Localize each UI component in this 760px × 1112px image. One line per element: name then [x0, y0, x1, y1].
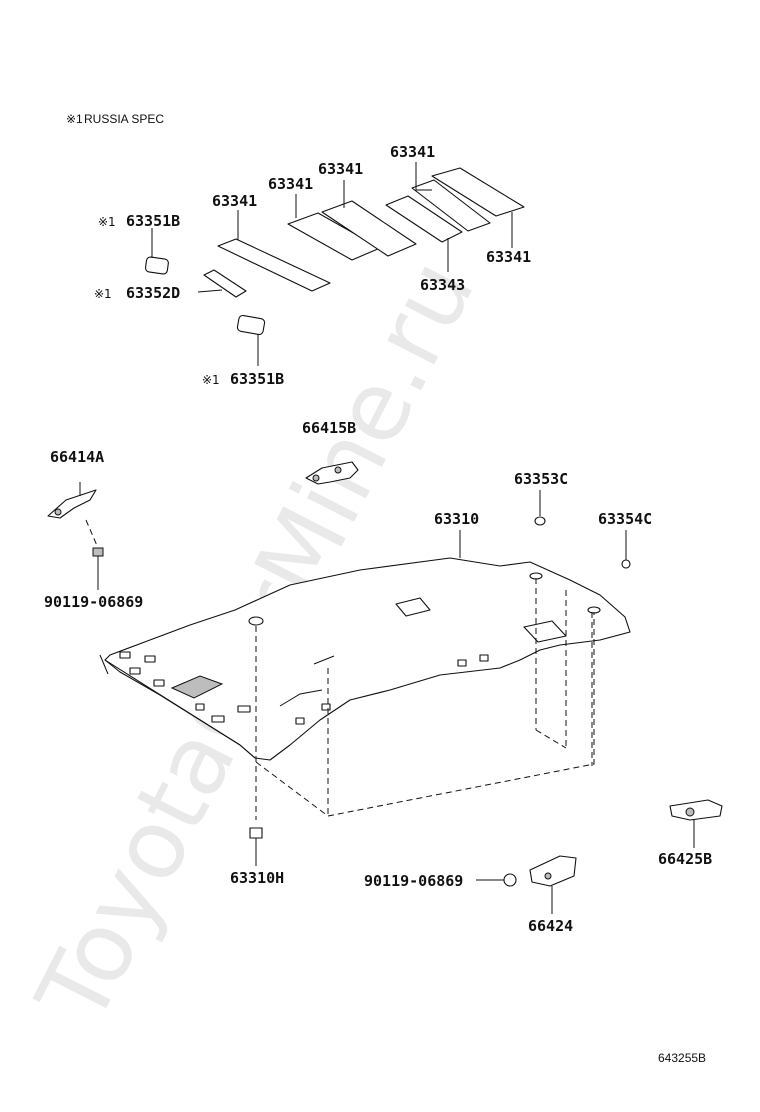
hole [211, 715, 225, 723]
label-63353C: 63353C [514, 470, 568, 488]
clip-63310H [249, 827, 263, 866]
assist-grip-66415B [305, 461, 359, 485]
hole [144, 655, 156, 663]
label-63341-d: 63341 [390, 143, 435, 161]
pad-63351B-bottom [236, 314, 266, 336]
headliner-opening-front [170, 675, 224, 699]
note-mark: ※1 [66, 112, 83, 126]
diagram-code: 643255B [658, 1051, 706, 1065]
headliner-opening-center [395, 597, 431, 617]
silencer-pads-group [144, 167, 525, 336]
label-66425B: 66425B [658, 850, 712, 868]
label-63351B-bottom: 63351B [230, 370, 284, 388]
clip-63354C [621, 530, 631, 569]
clip-seat [248, 616, 264, 626]
label-63354C: 63354C [598, 510, 652, 528]
pad-63341-e [431, 167, 525, 217]
note-text: RUSSIA SPEC [84, 112, 164, 126]
label-63341-b: 63341 [268, 175, 313, 193]
hole [153, 679, 165, 687]
screw-90119-left [92, 547, 104, 590]
hole [479, 654, 489, 662]
pad-63341-c [321, 200, 417, 257]
hole [195, 703, 205, 711]
bracket-66424 [529, 855, 577, 914]
label-66415B: 66415B [302, 419, 356, 437]
spec-mark-2: ※1 [94, 287, 112, 301]
label-90119-bottom: 90119-06869 [364, 872, 463, 890]
label-63351B-top: 63351B [126, 212, 180, 230]
label-63343: 63343 [420, 276, 465, 294]
pad-63343 [385, 195, 463, 243]
bracket-66414A [47, 482, 97, 519]
label-66424: 66424 [528, 917, 573, 935]
label-66414A: 66414A [50, 448, 104, 466]
hole [237, 705, 251, 713]
spec-mark-1: ※1 [98, 215, 116, 229]
clip-63353C [534, 490, 546, 526]
hole [129, 667, 141, 675]
pad-63351B-top [144, 256, 169, 275]
bracket-66425B [669, 799, 723, 848]
hole [457, 659, 467, 667]
label-63310: 63310 [434, 510, 479, 528]
hole [119, 651, 131, 659]
headliner-63310 [99, 557, 631, 761]
label-63310H: 63310H [230, 869, 284, 887]
label-63341-e: 63341 [486, 248, 531, 266]
upper-leader-lines [151, 162, 513, 366]
screw-90119-bottom [476, 873, 517, 887]
pad-63341-a [217, 238, 331, 292]
label-63341-c: 63341 [318, 160, 363, 178]
label-63352D: 63352D [126, 284, 180, 302]
hole [321, 703, 331, 711]
label-63341-a: 63341 [212, 192, 257, 210]
label-90119-left: 90119-06869 [44, 593, 143, 611]
hole [295, 717, 305, 725]
spec-mark-3: ※1 [202, 373, 220, 387]
projection-lines [85, 519, 595, 820]
pad-63352D [203, 269, 247, 298]
pad-63341-d [411, 179, 491, 232]
